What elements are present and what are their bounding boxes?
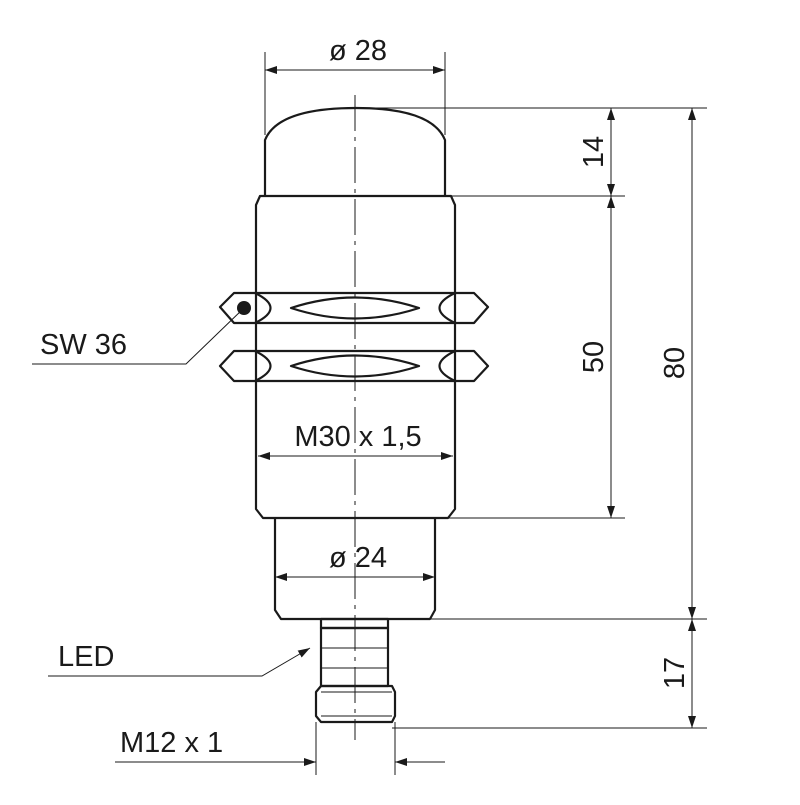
- threaded-housing: [254, 194, 457, 520]
- dim-diameter-top: ø 28: [329, 35, 387, 67]
- leader-lines: [32, 307, 311, 677]
- label-wrench-size: SW 36: [40, 329, 127, 361]
- dim-length-connector: 17: [659, 657, 691, 689]
- dim-thread: M30 x 1,5: [294, 421, 421, 453]
- dimension-lines: [115, 66, 696, 766]
- label-led: LED: [58, 641, 114, 673]
- dim-length-total: 80: [659, 347, 691, 379]
- dim-length-cap: 14: [578, 136, 610, 168]
- hex-nut-upper: [218, 291, 490, 325]
- label-connector-thread: M12 x 1: [120, 727, 223, 759]
- sensor-body: [218, 106, 490, 724]
- hex-nut-lower: [218, 349, 490, 383]
- extension-lines: [264, 52, 707, 775]
- connector-thread: [314, 684, 397, 724]
- dim-length-thread: 50: [578, 341, 610, 373]
- dim-diameter-bottom: ø 24: [329, 542, 387, 574]
